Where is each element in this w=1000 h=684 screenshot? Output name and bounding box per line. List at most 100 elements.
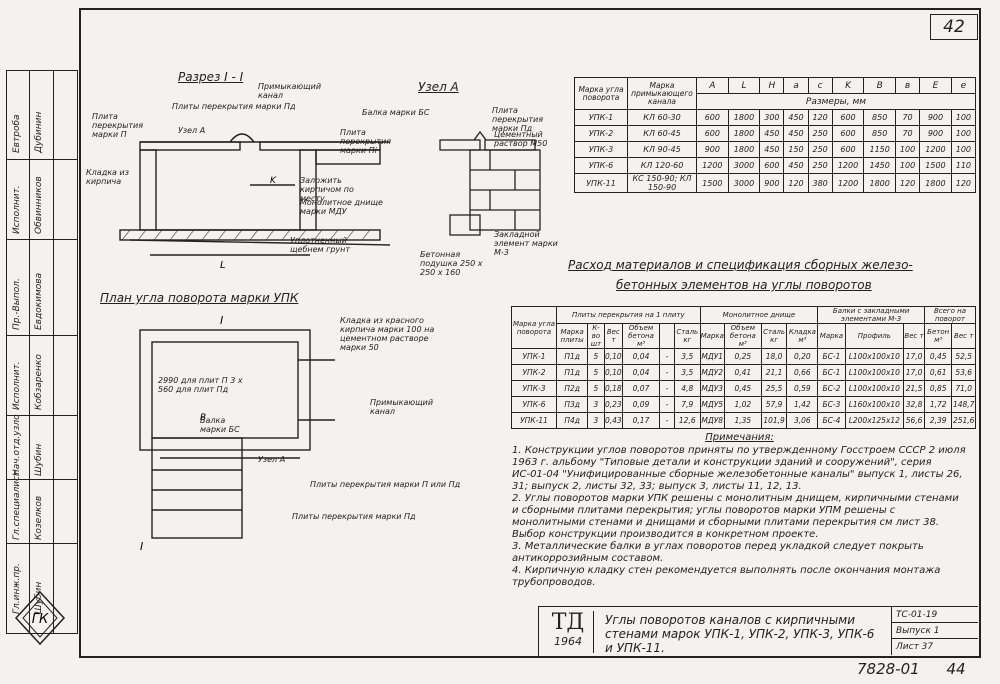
table-cell: МДУ1 <box>699 348 725 365</box>
svg-text:I: I <box>220 314 223 327</box>
table-cell: 0,45 <box>723 380 762 397</box>
table-header <box>658 323 675 349</box>
label-plan-adjacent: Примыкающий канал <box>370 398 434 416</box>
table-cell: L100х100х10 <box>844 364 905 381</box>
table-cell: 0,09 <box>622 396 660 413</box>
table-cell: 120 <box>894 173 921 193</box>
table-cell: 5 <box>587 348 605 365</box>
table-header: Профиль <box>844 323 905 349</box>
table-cell: 0,43 <box>603 412 624 429</box>
note-item: 1. Конструкции углов поворотов приняты п… <box>512 445 966 492</box>
table-cell: 0,20 <box>786 348 819 365</box>
table-subheader: Размеры, мм <box>696 93 976 110</box>
table-cell: 900 <box>696 141 729 158</box>
table-cell: 0,61 <box>923 364 953 381</box>
table-cell: 150 <box>783 141 809 158</box>
series-code: ТС-01-19 <box>892 607 978 623</box>
label-cement: Цементный раствор М50 <box>494 130 548 148</box>
table-header: Марка <box>699 323 725 349</box>
document-code: 7828-01 <box>857 660 920 678</box>
table-header: Кладка м³ <box>786 323 819 349</box>
table-cell: 0,66 <box>786 364 819 381</box>
dimensions-table: Марка угла поворота Марка примыкающего к… <box>574 77 977 193</box>
table-cell: 250 <box>807 141 833 158</box>
table-header: Объем бетона м³ <box>622 323 660 349</box>
table-cell: П1д <box>555 348 589 365</box>
table-header: Марка угла поворота <box>574 77 628 110</box>
table-cell: 3,5 <box>673 364 701 381</box>
bottom-code: 7828-01 44 <box>857 660 966 678</box>
table-cell: 100 <box>950 141 977 158</box>
label-gravel: Уплотненный щебнем грунт <box>290 236 351 254</box>
table-cell: КС 150-90; КЛ 150-90 <box>627 173 697 193</box>
table-cell: КЛ 60-45 <box>627 125 697 142</box>
table-cell: 3,5 <box>673 348 701 365</box>
table-cell: 1800 <box>727 141 761 158</box>
signature-row: Евтроба Дубинин <box>7 71 77 159</box>
table-cell: УПК-2 <box>511 364 557 381</box>
table-cell: 148,7 <box>951 396 976 413</box>
table-cell: 100 <box>950 109 977 126</box>
table-cell: БС-1 <box>817 348 846 365</box>
notes: Примечания: 1. Конструкции углов поворот… <box>512 432 967 589</box>
table-cell: 450 <box>783 157 809 174</box>
label-plan-slab-note: 2990 для плит П 3 х 560 для плит Пд <box>158 376 243 394</box>
table-cell: 32,8 <box>903 396 925 413</box>
table-cell: 850 <box>863 109 896 126</box>
sign-role: Исполнит. <box>12 185 22 234</box>
table-cell: 0,59 <box>786 380 819 397</box>
table-header: Сталь кг <box>760 323 788 349</box>
table-cell: 0,23 <box>603 396 624 413</box>
table-cell: 1,42 <box>786 396 819 413</box>
label-plan-slabs-p: Плиты перекрытия марки П или Пд <box>310 480 461 489</box>
table-cell: L100х100х10 <box>844 380 905 397</box>
organization-stamp-icon: ГК <box>14 590 66 646</box>
table-cell: 70 <box>894 109 921 126</box>
table-group-header: Всего на поворот <box>923 306 977 324</box>
notes-title: Примечания: <box>705 432 774 443</box>
table-cell: БС-2 <box>817 380 846 397</box>
table-cell: 0,25 <box>723 348 762 365</box>
sign-name: Кобзаренко <box>34 354 44 410</box>
table-header: Марка примыкающего канала <box>627 77 697 110</box>
table-header: А <box>696 77 729 94</box>
table-cell: 850 <box>863 125 896 142</box>
table-cell: 70 <box>894 125 921 142</box>
table-cell: УПК-3 <box>511 380 557 397</box>
svg-text:B: B <box>200 413 206 423</box>
table-cell: КЛ 90-45 <box>627 141 697 158</box>
table-cell: 250 <box>807 157 833 174</box>
sheet-number: 42 <box>930 14 978 40</box>
label-embed: Закладной элемент марки М-3 <box>494 230 558 257</box>
table-group-header: Балки с закладными элементами М-3 <box>817 306 925 324</box>
sign-name: Обвинников <box>34 176 44 234</box>
label-brick-wall: Кладка из кирпича <box>86 168 129 186</box>
table-cell: 0,10 <box>603 348 624 365</box>
table-header: B <box>863 77 896 94</box>
table-cell: 1150 <box>863 141 896 158</box>
table-cell: 3000 <box>727 173 761 193</box>
sign-name: Евдокимова <box>34 272 44 330</box>
table-cell: 7,9 <box>673 396 701 413</box>
table-cell: 900 <box>919 125 952 142</box>
plan-drawing: I B I <box>139 314 335 553</box>
table-cell: 1200 <box>696 157 729 174</box>
signature-strip: Евтроба Дубинин Исполнит. Обвинников Пр.… <box>6 70 78 634</box>
table-cell: П1д <box>555 364 589 381</box>
note-item: 3. Металлические балки в углах поворотов… <box>512 541 924 564</box>
table-cell: БС-1 <box>817 364 846 381</box>
table-cell: 18,0 <box>760 348 788 365</box>
table-cell: - <box>658 348 675 365</box>
issue-number: Выпуск 1 <box>892 623 978 639</box>
table-cell: 1,35 <box>723 412 762 429</box>
label-monolith: Монолитное днище марки МДУ <box>300 198 383 216</box>
table-cell: 120 <box>950 173 977 193</box>
table-cell: L200х125х12 <box>844 412 905 429</box>
table-cell: 21,5 <box>903 380 925 397</box>
sign-role: Нач.отд.узло <box>12 414 22 476</box>
table-cell: 600 <box>696 125 729 142</box>
table-cell: 0,41 <box>723 364 762 381</box>
table-cell: УПК-6 <box>511 396 557 413</box>
